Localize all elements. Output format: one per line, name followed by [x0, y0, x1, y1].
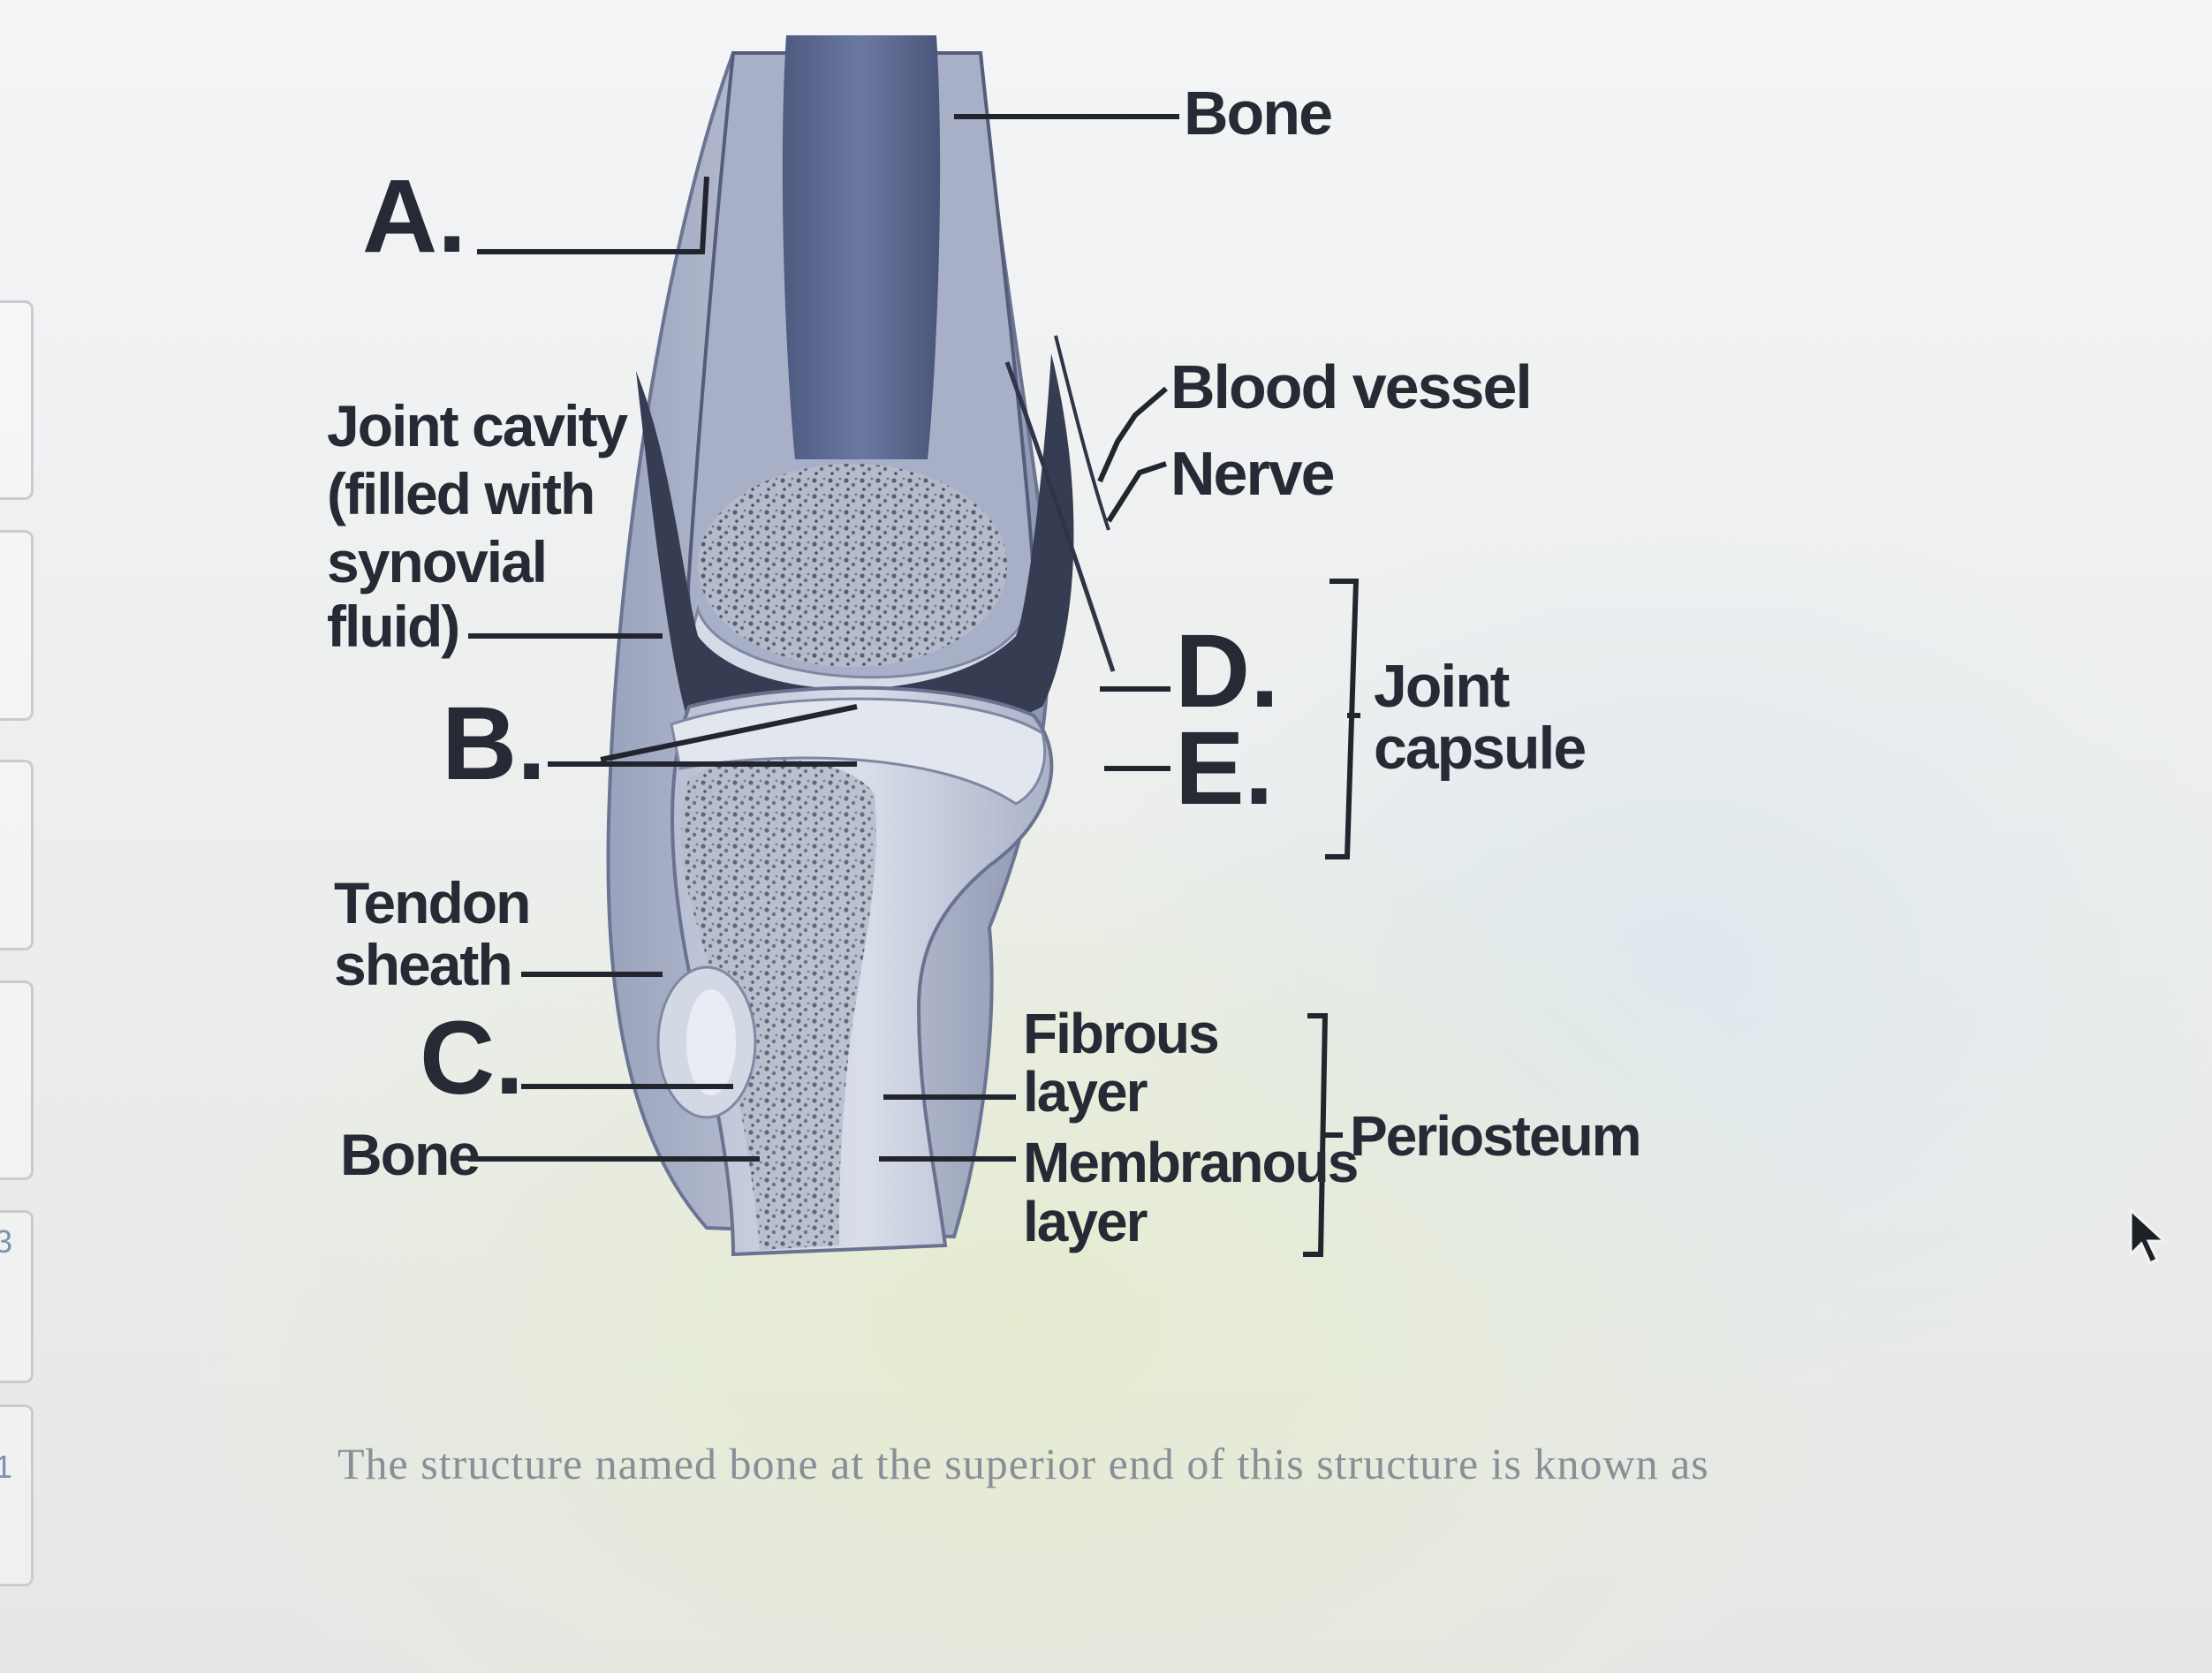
label-bone-top: Bone — [1184, 79, 1331, 148]
label-e: E. — [1175, 710, 1274, 827]
label-blood-vessel: Blood vessel — [1170, 352, 1531, 421]
leader-a — [477, 177, 707, 252]
label-b: B. — [442, 685, 546, 802]
mouse-pointer-icon — [2127, 1208, 2171, 1265]
label-a: A. — [362, 158, 466, 275]
label-c: C. — [420, 1000, 524, 1117]
label-fibrous-layer: Fibrous layer — [1023, 1002, 1231, 1124]
question-text: The structure named bone at the superior… — [337, 1438, 1709, 1489]
label-nerve: Nerve — [1170, 439, 1334, 508]
label-joint-capsule: Joint capsule — [1374, 653, 1585, 782]
label-periosteum: Periosteum — [1350, 1104, 1640, 1168]
spongy-bone-upper — [698, 464, 1007, 667]
bracket-joint-capsule — [1325, 581, 1356, 857]
label-joint-cavity: Joint cavity (filled with synovial fluid… — [327, 393, 640, 659]
medullary-cavity — [783, 35, 940, 459]
label-tendon-sheath: Tendon sheath — [334, 870, 544, 997]
leader-nerve — [1109, 464, 1166, 521]
label-bone-bottom: Bone — [340, 1122, 479, 1187]
tendon — [686, 989, 736, 1095]
